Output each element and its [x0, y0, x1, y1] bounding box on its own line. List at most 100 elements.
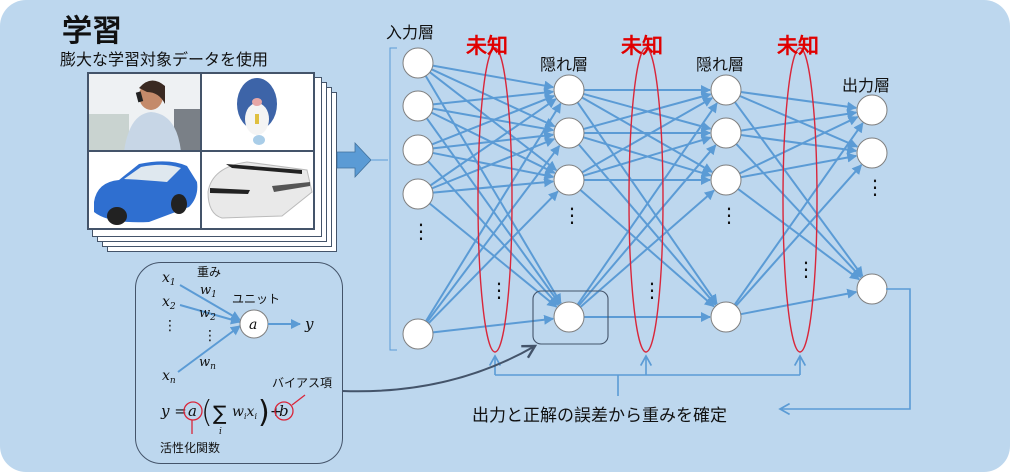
input-node — [402, 47, 434, 79]
output-node — [856, 273, 888, 305]
hidden-2-node — [710, 74, 742, 106]
formula-bias: b — [279, 402, 289, 420]
image-blue-car — [88, 151, 201, 229]
unknown-weights-ellipse-1 — [477, 47, 513, 353]
ellipsis-hidden-2: ⋮ — [719, 203, 739, 227]
connection-line — [429, 98, 557, 187]
connection-line — [432, 177, 555, 194]
unknown-label-3: 未知 — [777, 34, 819, 58]
input-x2: x2 — [162, 294, 176, 312]
hidden-2-node — [710, 164, 742, 196]
unit-link-curve — [341, 344, 538, 393]
input-node — [402, 134, 434, 166]
input-node — [402, 90, 434, 122]
connection-line — [583, 91, 712, 131]
connection-line — [581, 97, 713, 174]
ellipsis-between-1: ⋮ — [489, 278, 509, 302]
input-layer-bracket — [389, 47, 397, 351]
feedback-line-output — [778, 288, 911, 416]
layer-label-hidden-2: 隠れ層 — [696, 55, 744, 74]
section-title: 学習 — [62, 14, 122, 49]
unknown-weights-ellipse-3 — [782, 47, 818, 353]
connection-line — [740, 108, 858, 132]
connection-line — [734, 101, 864, 277]
weight-ellipsis: ⋮ — [203, 328, 217, 344]
weight-wn: wn — [199, 355, 216, 372]
highlighted-unit-box — [532, 290, 609, 345]
ellipsis-between-3: ⋮ — [796, 257, 816, 281]
formula-paren-close: ) — [258, 395, 270, 430]
connection-line — [576, 102, 718, 306]
unit-output: y — [304, 315, 314, 333]
output-node — [856, 137, 888, 169]
connection-line — [432, 87, 555, 106]
formula-term: wixi — [232, 404, 257, 421]
connection-line — [740, 288, 858, 316]
connection-line — [740, 91, 858, 112]
input-xn: xn — [162, 368, 176, 386]
formula-plus: + — [270, 404, 282, 420]
unknown-label-1: 未知 — [466, 34, 508, 58]
connection-line — [428, 202, 558, 308]
hidden-1-node — [553, 117, 585, 149]
connection-line — [432, 151, 555, 181]
unit-formula-box — [135, 262, 343, 464]
connection-line — [733, 122, 864, 306]
hidden-1-node — [553, 301, 585, 333]
connection-line — [427, 190, 559, 324]
connection-line — [577, 144, 717, 307]
activation-label: 活性化関数 — [160, 440, 220, 455]
ellipsis-input: ⋮ — [411, 219, 431, 243]
flow-arrow-icon — [336, 141, 372, 179]
hidden-1-node — [553, 74, 585, 106]
hidden-2-node — [710, 117, 742, 149]
connection-line — [740, 134, 858, 155]
connection-line — [426, 144, 561, 323]
bias-highlight — [274, 401, 294, 421]
unknown-weights-ellipse-2 — [628, 47, 664, 353]
layer-label-output: 出力層 — [842, 76, 890, 95]
connection-line — [425, 102, 562, 322]
bias-label: バイアス項 — [272, 376, 332, 390]
connection-line — [735, 164, 863, 307]
formula-lhs: y = — [160, 402, 187, 420]
hidden-2-node — [710, 301, 742, 333]
input-node — [402, 318, 434, 350]
ellipsis-hidden-1: ⋮ — [562, 203, 582, 227]
connection-line — [739, 116, 859, 175]
image-bullet-train — [201, 151, 314, 229]
connection-line — [424, 75, 562, 305]
output-node — [856, 94, 888, 126]
layer-label-input: 入力層 — [386, 23, 434, 42]
hidden-1-node — [553, 164, 585, 196]
weight-w1: w1 — [200, 283, 217, 300]
bias-pointer — [291, 394, 306, 406]
unit-symbol: a — [249, 317, 257, 333]
weights-label: 重み — [197, 265, 221, 279]
unknown-label-2: 未知 — [621, 34, 663, 58]
training-image-grid — [87, 72, 315, 230]
layer-label-hidden-1: 隠れ層 — [540, 55, 588, 74]
unit-diagram: a y x1 x2 ⋮ xn 重み w1 w2 ⋮ wn ユニット y = a … — [160, 265, 332, 455]
connection-line — [432, 64, 555, 91]
unit-label: ユニット — [232, 292, 280, 306]
feedback-label: 出力と正解の誤差から重みを確定 — [472, 406, 727, 426]
connection-line — [432, 314, 555, 334]
connection-line — [579, 189, 715, 308]
input-ellipsis: ⋮ — [163, 318, 177, 334]
ellipsis-between-2: ⋮ — [642, 278, 662, 302]
connection-line — [431, 94, 556, 146]
input-node — [402, 178, 434, 210]
activation-highlight — [183, 401, 203, 421]
input-x1: x1 — [162, 270, 176, 288]
formula-sum: ∑ — [213, 401, 227, 425]
ellipsis-output: ⋮ — [865, 175, 885, 199]
image-mascot — [201, 73, 314, 151]
image-woman-on-phone — [88, 73, 201, 151]
formula-paren-open: ( — [201, 395, 213, 430]
formula-sum-index: i — [219, 427, 222, 437]
section-subtitle: 膨大な学習対象データを使用 — [60, 50, 269, 69]
weight-w2: w2 — [199, 306, 216, 323]
formula-activation: a — [188, 402, 197, 420]
